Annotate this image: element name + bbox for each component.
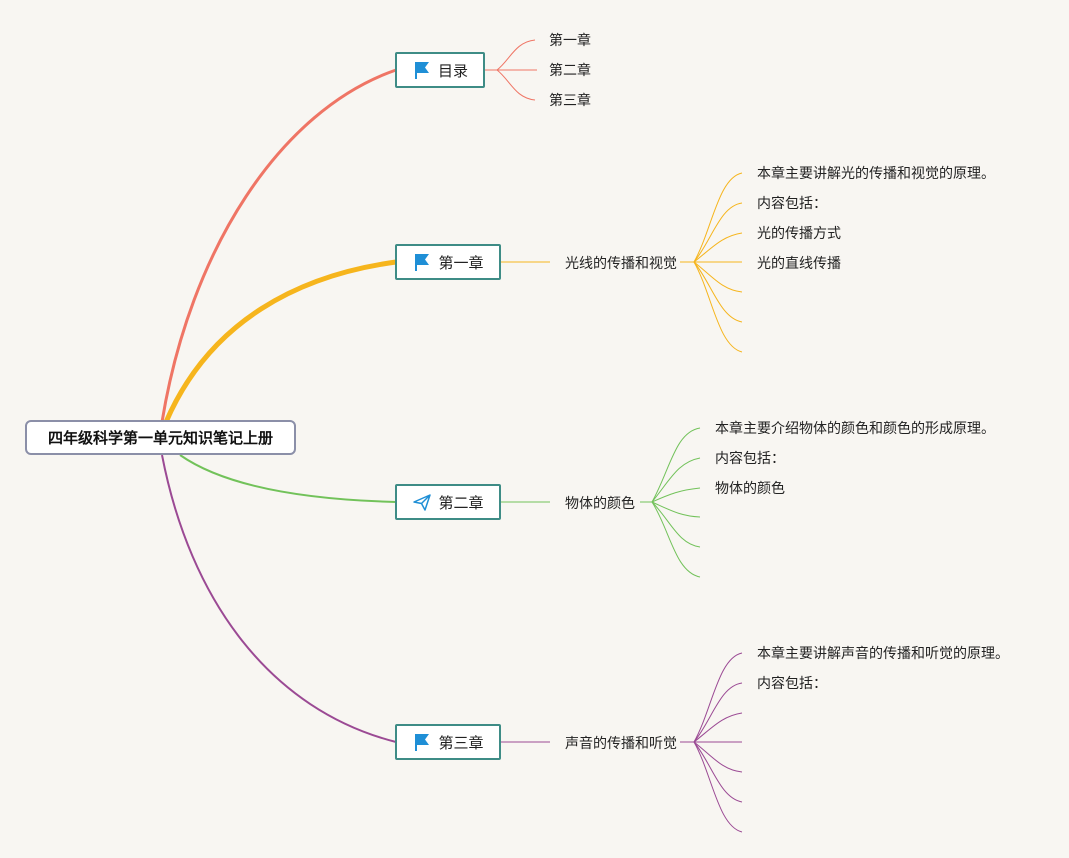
branch-line-chapter-3	[161, 454, 397, 743]
branch-node-chapter-1[interactable]: 第一章	[395, 244, 501, 280]
contents-item[interactable]: 第一章	[549, 33, 591, 49]
branch-line-contents	[160, 68, 397, 423]
branch-label: 第一章	[438, 253, 484, 272]
branch-line-chapter-2	[179, 454, 397, 503]
flag-icon	[412, 252, 432, 272]
paper-plane-icon	[412, 492, 432, 512]
flag-icon	[412, 732, 432, 752]
branch-label: 第二章	[438, 493, 484, 512]
chapter-2-topic[interactable]: 物体的颜色	[565, 496, 635, 512]
chapter-2-detail[interactable]: 内容包括：	[715, 451, 785, 467]
chapter-3-sub-links	[500, 652, 743, 833]
chapter-2-sub-links	[500, 427, 701, 578]
chapter-2-detail[interactable]: 物体的颜色	[715, 481, 785, 497]
chapter-3-topic[interactable]: 声音的传播和听觉	[565, 736, 677, 752]
contents-item[interactable]: 第二章	[549, 63, 591, 79]
branch-label: 目录	[437, 61, 468, 80]
branch-node-chapter-2[interactable]: 第二章	[395, 484, 501, 520]
flag-icon	[412, 60, 432, 80]
root-title: 四年级科学第一单元知识笔记上册	[47, 429, 273, 447]
branch-line-chapter-1	[163, 259, 397, 423]
root-node[interactable]: 四年级科学第一单元知识笔记上册	[25, 420, 296, 455]
chapter-1-detail[interactable]: 光的传播方式	[757, 226, 841, 242]
chapter-1-topic[interactable]: 光线的传播和视觉	[565, 256, 677, 272]
chapter-3-detail[interactable]: 内容包括：	[757, 676, 827, 692]
chapter-1-detail[interactable]: 本章主要讲解光的传播和视觉的原理。	[757, 166, 995, 182]
chapter-1-sub-links	[500, 172, 743, 353]
branch-node-chapter-3[interactable]: 第三章	[395, 724, 501, 760]
chapter-1-detail[interactable]: 光的直线传播	[757, 256, 841, 272]
chapter-3-detail[interactable]: 本章主要讲解声音的传播和听觉的原理。	[757, 646, 1009, 662]
contents-sub-links	[484, 39, 537, 101]
contents-item[interactable]: 第三章	[549, 93, 591, 109]
chapter-1-detail[interactable]: 内容包括：	[757, 196, 827, 212]
branch-node-contents[interactable]: 目录	[395, 52, 485, 88]
chapter-2-detail[interactable]: 本章主要介绍物体的颜色和颜色的形成原理。	[715, 421, 995, 437]
branch-label: 第三章	[438, 733, 484, 752]
